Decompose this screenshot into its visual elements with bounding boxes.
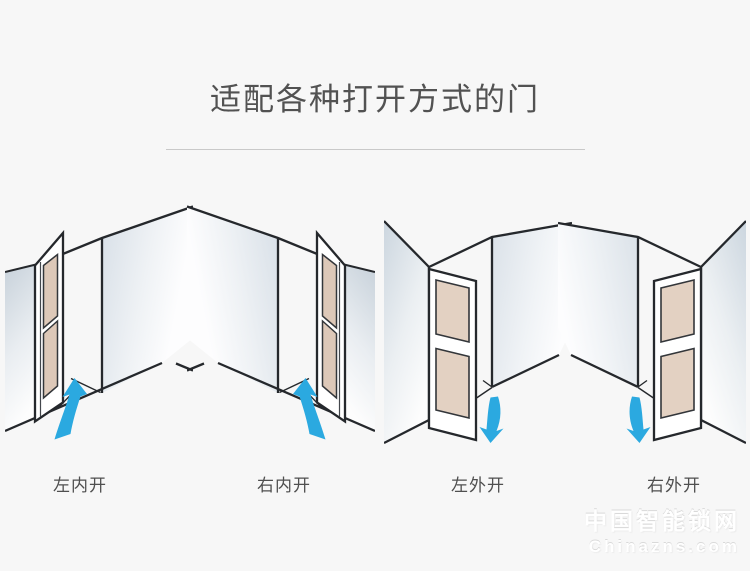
title-divider (166, 149, 585, 150)
diagram-left-inward-door (5, 200, 193, 465)
diagram-label-right-outward: 右外开 (647, 476, 701, 495)
watermark: 中国智能锁网 Chinazns.com (584, 507, 740, 557)
diagram-label-left-inward: 左内开 (53, 476, 107, 495)
diagram-label-left-outward: 左外开 (451, 476, 505, 495)
diagram-label-right-inward: 右内开 (257, 476, 311, 495)
diagram-left-outward-door (384, 200, 572, 465)
watermark-site-url: Chinazns.com (588, 536, 740, 556)
diagram-right-inward-door (187, 200, 375, 465)
page-title: 适配各种打开方式的门 (210, 82, 540, 117)
diagram-right-outward-door (558, 200, 746, 465)
watermark-site-name: 中国智能锁网 (584, 508, 740, 534)
